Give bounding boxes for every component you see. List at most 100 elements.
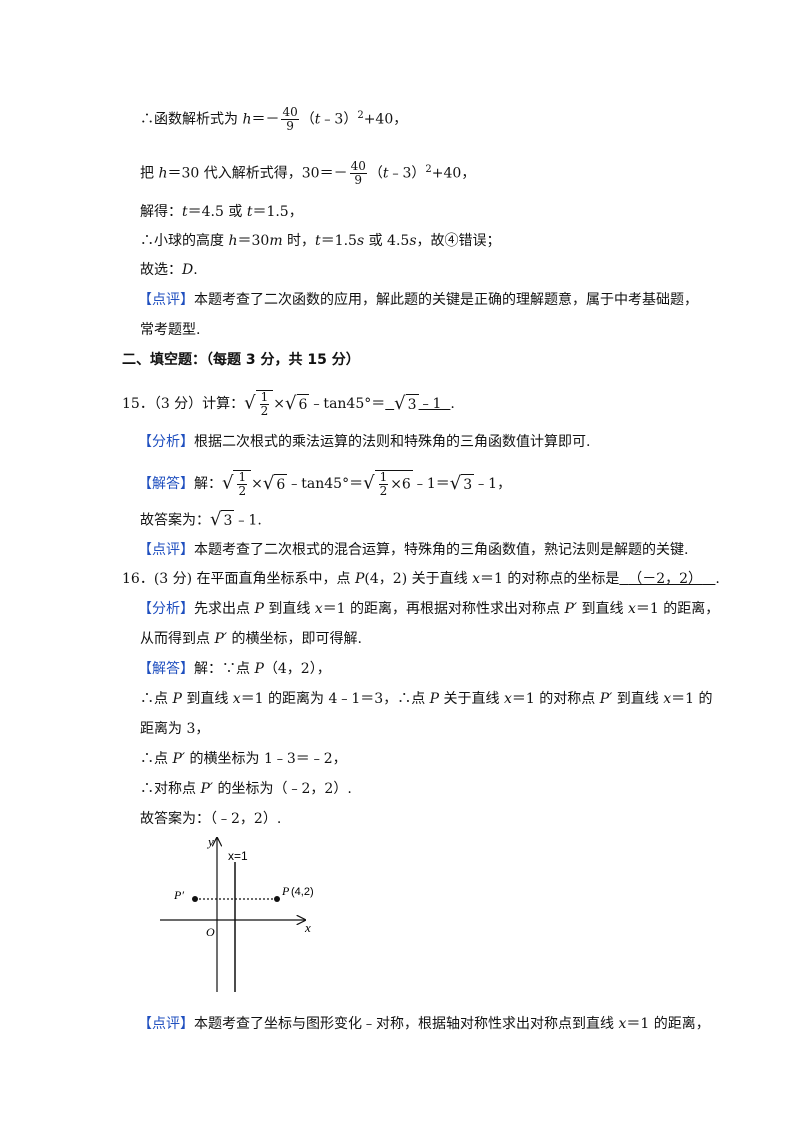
var-P: P: [429, 691, 440, 707]
numerator: 1: [378, 470, 389, 485]
comment-text: 本题考查了坐标与图形变化﹣对称，根据轴对称性求出对称点到直线: [194, 1016, 619, 1032]
q16-comment: 【点评】本题考查了坐标与图形变化﹣对称，根据轴对称性求出对称点到直线 x＝1 的…: [138, 1014, 710, 1034]
comment-line-2: 常考题型.: [140, 320, 200, 340]
answer-blank: √3﹣1: [394, 392, 442, 415]
solution-line-solve: 解得：t＝4.5 或 t＝1.5，: [140, 202, 303, 222]
var-t: t: [314, 111, 321, 128]
text: 把: [140, 165, 159, 182]
text: 解：∵点: [194, 661, 255, 677]
q15-comment: 【点评】本题考查了二次根式的混合运算，特殊角的三角函数值，熟记法则是解题的关键.: [138, 540, 688, 560]
numerator: 1: [237, 470, 248, 485]
var-h: h: [228, 233, 238, 249]
text: 解得：: [140, 204, 182, 220]
exponent: 2: [425, 164, 432, 175]
text: ∴点: [140, 691, 173, 707]
var-P: P: [172, 691, 182, 707]
text: 故选：: [140, 262, 182, 278]
text: 解：: [194, 476, 222, 492]
line-label: x=1: [228, 849, 248, 863]
q16-analysis: 【分析】先求出点 P 到直线 x＝1 的距离，再根据对称性求出对称点 P′ 到直…: [138, 599, 719, 619]
text: +40，: [431, 165, 476, 182]
section-title: 二、填空题：（每题 3 分，共 15 分）: [122, 352, 360, 368]
comment-line: 【点评】本题考查了二次函数的应用，解此题的关键是正确的理解题意，属于中考基础题，: [138, 290, 698, 310]
question-text: .: [450, 396, 455, 412]
solution-tag: 【解答】: [138, 661, 194, 677]
text: （4，2），: [263, 661, 331, 677]
var-x: x: [472, 571, 480, 587]
var-x: x: [314, 601, 323, 617]
text: ﹣1＝: [412, 476, 450, 492]
x-label: x: [304, 920, 311, 935]
radicand: 3: [405, 393, 419, 415]
answer-text: （－2，2）: [628, 571, 703, 587]
radicand: 3: [461, 473, 475, 495]
q16-solution: 【解答】解：∵点 P（4，2），: [138, 659, 331, 679]
text: 关于直线: [439, 691, 504, 707]
q16-solution-4: ∴点 P′ 的横坐标为 1﹣3＝﹣2，: [140, 749, 347, 769]
p-coord-label: (4,2): [291, 886, 314, 898]
text: （: [368, 165, 383, 182]
text: ﹣1，: [474, 476, 512, 492]
denominator: 9: [286, 119, 294, 134]
text: ＝1 的对称点: [511, 691, 600, 707]
text: 距离为 3，: [140, 721, 210, 737]
var-x: x: [504, 691, 512, 707]
analysis-text: 根据二次根式的乘法运算的法则和特殊角的三角函数值计算即可.: [194, 434, 591, 450]
numerator: 1: [259, 390, 270, 405]
text: 故答案为：（﹣2，2）.: [140, 811, 282, 827]
text: 的横坐标为 1﹣3＝﹣2，: [185, 751, 347, 767]
text: 的坐标为（﹣2，2）.: [213, 781, 352, 797]
sqrt-6: √6: [285, 392, 310, 414]
question-text: 16．(3 分) 在平面直角坐标系中，点: [122, 571, 355, 587]
coordinate-graph: y x O x=1 P′ P (4,2): [160, 834, 314, 992]
comment-tag: 【点评】: [138, 542, 194, 558]
p-prime-label: P′: [173, 888, 184, 902]
denominator: 2: [379, 484, 388, 498]
text: （: [300, 111, 315, 128]
var-t: t: [382, 165, 389, 182]
var-t: t: [182, 204, 188, 220]
text: ∴对称点: [140, 781, 201, 797]
denominator: 2: [238, 484, 247, 498]
unit-s: s: [356, 233, 365, 249]
var-x: x: [628, 601, 636, 617]
q15-answer: 故答案为：√3﹣1.: [140, 510, 262, 531]
q16-answer: 故答案为：（﹣2，2）.: [140, 809, 281, 829]
text: 到直线: [263, 601, 315, 617]
comment-text: 常考题型.: [140, 322, 201, 338]
exponent: 2: [357, 110, 364, 121]
question-16: 16．(3 分) 在平面直角坐标系中，点 P(4，2) 关于直线 x＝1 的对称…: [122, 569, 720, 589]
text: +40，: [363, 111, 408, 128]
answer-blank: （－2，2）: [619, 571, 715, 587]
question-text: ＝1 的对称点的坐标是: [479, 571, 620, 587]
comment-tag: 【点评】: [138, 1016, 194, 1032]
origin-label: O: [206, 925, 215, 939]
sqrt-3: √3: [449, 472, 475, 495]
sqrt-6: √6: [262, 472, 288, 494]
text: ﹣3）: [320, 111, 358, 128]
denominator: 2: [260, 404, 269, 418]
times-sign: ×: [273, 396, 286, 412]
q15-analysis: 【分析】根据二次根式的乘法运算的法则和特殊角的三角函数值计算即可.: [138, 432, 590, 452]
text: ＝30 代入解析式得，30＝－: [167, 165, 348, 182]
text: ﹣tan45°＝: [287, 476, 364, 492]
question-text: ﹣tan45°＝: [309, 396, 386, 412]
answer-text: ﹣1: [418, 396, 442, 412]
text: 先求出点: [194, 601, 255, 617]
solution-tag: 【解答】: [138, 476, 194, 492]
comment-text: 本题考查了二次函数的应用，解此题的关键是正确的理解题意，属于中考基础题，: [194, 292, 698, 308]
var-x: x: [663, 691, 672, 707]
times-sign: ×: [251, 476, 263, 492]
var-P-prime: P′: [564, 601, 578, 617]
point-P: [274, 896, 280, 902]
text: ＝1 的距离为 4﹣1＝3，∴点: [240, 691, 430, 707]
text: .: [193, 262, 198, 278]
numerator: 40: [281, 105, 299, 121]
unit-s: s: [409, 233, 417, 249]
text: ﹣1.: [234, 512, 262, 529]
p-label: P: [281, 884, 290, 898]
